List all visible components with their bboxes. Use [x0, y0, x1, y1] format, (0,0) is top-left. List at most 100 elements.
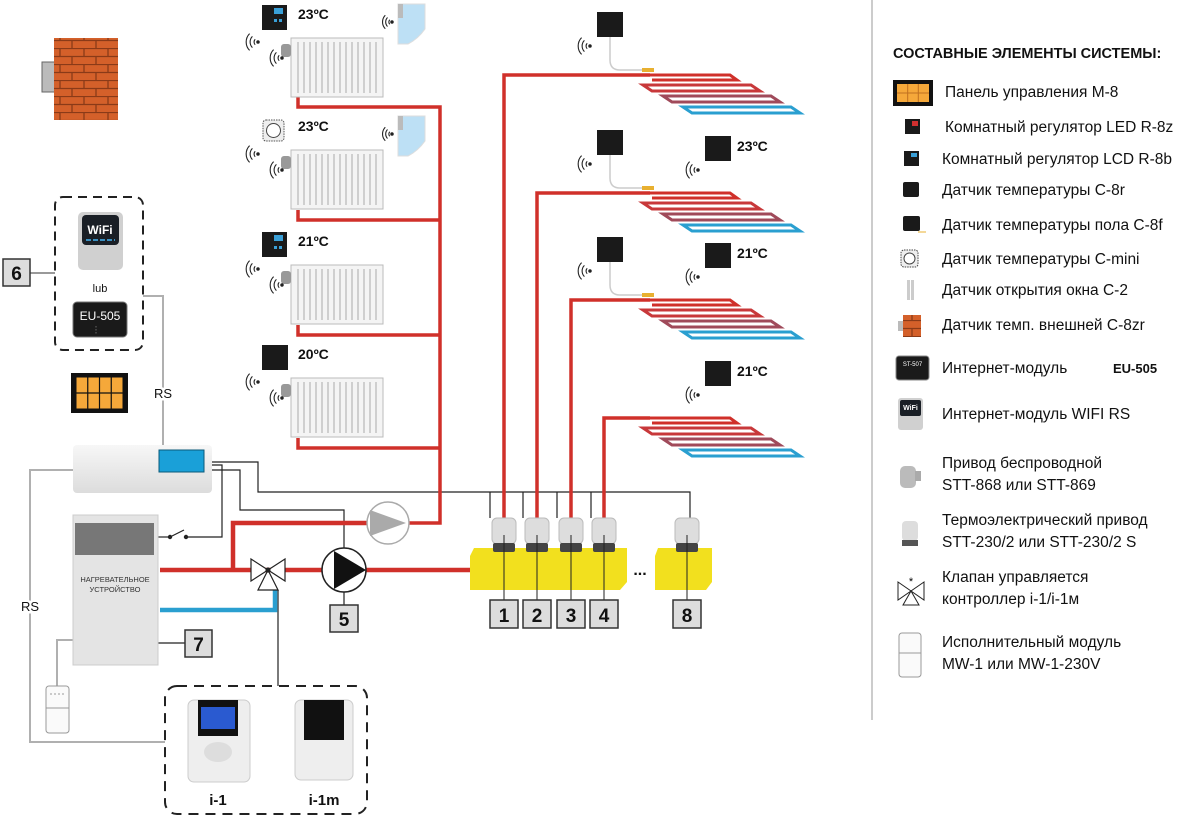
legend-label: Исполнительный модуль	[942, 634, 1121, 651]
room-regulator-lcd	[262, 5, 287, 30]
c-mini-sensor	[262, 119, 285, 142]
c-mini-sensor-icon	[900, 249, 919, 268]
floor-zone-temp: 21ºC	[737, 363, 768, 379]
wireless-signal-icon	[269, 389, 284, 407]
external-sensor-c8zr	[41, 38, 118, 120]
legend-label: Клапан управляется	[942, 569, 1088, 586]
internet-module-eu505-icon: ST-507	[895, 355, 930, 381]
floor-zone-2: 23ºC	[577, 130, 805, 233]
wireless-signal-icon	[269, 276, 284, 294]
temperature-sensor-c8r	[262, 345, 288, 370]
floor-zone-3: 21ºC	[577, 237, 805, 340]
room-regulator-lcd	[262, 232, 287, 257]
actuator-4: 4	[589, 517, 619, 629]
temperature-sensor-c8r	[705, 361, 731, 386]
legend-label: Комнатный регулятор LCD R-8b	[942, 151, 1172, 168]
actuator-label-box	[672, 599, 702, 629]
floor-zone-4: 21ºC	[638, 361, 805, 458]
wireless-signal-icon	[269, 49, 284, 67]
legend-label: Датчик темп. внешней C-8zr	[942, 317, 1145, 334]
radiator-temp: 20ºC	[298, 346, 329, 362]
manifold-ellipsis: ...	[633, 562, 646, 579]
legend-item-2: Комнатный регулятор LED R-8z	[905, 119, 1173, 136]
control-wires	[158, 461, 691, 686]
floor-sensor-icon	[903, 216, 926, 233]
radiator-4: 20ºC	[245, 345, 384, 438]
wireless-actuator-icon	[281, 271, 291, 284]
internet-module-group: WiFi lub EU-505	[54, 196, 144, 351]
legend-label: Датчик температуры C-8r	[942, 182, 1125, 199]
controller-i1	[187, 699, 251, 783]
legend-label-model: STT-230/2 или STT-230/2 S	[942, 534, 1136, 551]
wireless-signal-icon	[577, 262, 592, 280]
legend: СОСТАВНЫЕ ЭЛЕМЕНТЫ СИСТЕМЫ: Панель управ…	[893, 46, 1173, 678]
or-text: lub	[93, 283, 108, 295]
radiator-2: 23ºC	[245, 115, 426, 210]
wireless-signal-icon	[245, 33, 260, 51]
wireless-actuator-icon	[281, 44, 291, 57]
floor-sensor-c8f	[597, 130, 623, 155]
legend-item-1: Панель управления M-8	[893, 80, 1118, 106]
legend-item-13: * Клапан управляется контроллер i-1/i-1м	[897, 569, 1088, 608]
controller-i1-label: i-1	[209, 792, 227, 809]
room-regulator-lcd-icon	[904, 151, 919, 166]
actuator-number: 8	[682, 606, 693, 627]
wireless-actuator-icon	[281, 156, 291, 169]
legend-item-5: Датчик температуры пола C-8f	[903, 216, 1163, 234]
legend-label: Панель управления M-8	[945, 84, 1118, 101]
thermo-actuator-icon	[902, 521, 918, 546]
floor-zone-temp: 21ºC	[737, 245, 768, 261]
wireless-signal-icon	[245, 260, 260, 278]
pipes	[160, 73, 650, 613]
actuator-3: 3	[556, 517, 586, 629]
radiators: 23ºC 23ºC 21ºC 20ºC	[245, 3, 426, 438]
mixing-valve	[250, 557, 286, 591]
eu505-text: EU-505	[80, 309, 121, 323]
legend-label-model: EU-505	[1113, 361, 1157, 376]
wifi-module-text: WiFi	[87, 223, 112, 237]
actuator-number: 3	[566, 606, 577, 627]
pump-secondary	[366, 501, 410, 545]
window-sensor	[381, 3, 426, 45]
floor-sensor-c8f	[597, 12, 623, 37]
legend-label: Датчик открытия окна C-2	[942, 282, 1128, 299]
wireless-signal-icon	[577, 155, 592, 173]
floor-zone-1	[577, 12, 805, 115]
legend-item-10: WiFi Интернет-модуль WIFI RS	[898, 398, 1130, 430]
wireless-signal-icon	[381, 14, 394, 30]
wifi-module-icon: WiFi	[898, 398, 923, 430]
controller-group: i-1 i-1m	[164, 685, 368, 815]
actuator-label-box	[489, 599, 519, 629]
actuator-8: 8	[672, 517, 702, 629]
wireless-signal-icon	[381, 126, 394, 142]
label-5: 5	[329, 604, 359, 633]
valve-icon: *	[897, 576, 925, 606]
actuator-2: 2	[522, 517, 552, 629]
legend-item-3: Комнатный регулятор LCD R-8b	[904, 151, 1172, 168]
legend-label-model: STT-868 или STT-869	[942, 477, 1096, 494]
heating-device: НАГРЕВАТЕЛЬНОЕ УСТРОЙСТВО	[72, 514, 159, 666]
legend-label-model: MW-1 или MW-1-230V	[942, 656, 1101, 673]
actuator-number: 4	[599, 606, 610, 627]
window-sensor	[381, 115, 426, 157]
radiator-1: 23ºC	[245, 3, 426, 98]
legend-label: Термоэлектрический привод	[942, 512, 1148, 529]
temperature-sensor-c8r	[705, 243, 731, 268]
radiator-3: 21ºC	[245, 232, 384, 325]
actuator-label-box	[589, 599, 619, 629]
external-sensor-icon	[898, 315, 921, 337]
legend-label: Интернет-модуль WIFI RS	[942, 406, 1130, 423]
legend-label-model: контроллер i-1/i-1м	[942, 591, 1079, 608]
floor-sensor-c8f	[597, 237, 623, 262]
pump-main	[321, 547, 367, 593]
svg-text:5: 5	[339, 610, 350, 631]
panel-m8-icon	[893, 80, 933, 106]
room-regulator-led-icon	[905, 119, 920, 134]
executive-module-mw1	[45, 685, 70, 734]
boiler-text-1: НАГРЕВАТЕЛЬНОЕ	[80, 575, 149, 584]
